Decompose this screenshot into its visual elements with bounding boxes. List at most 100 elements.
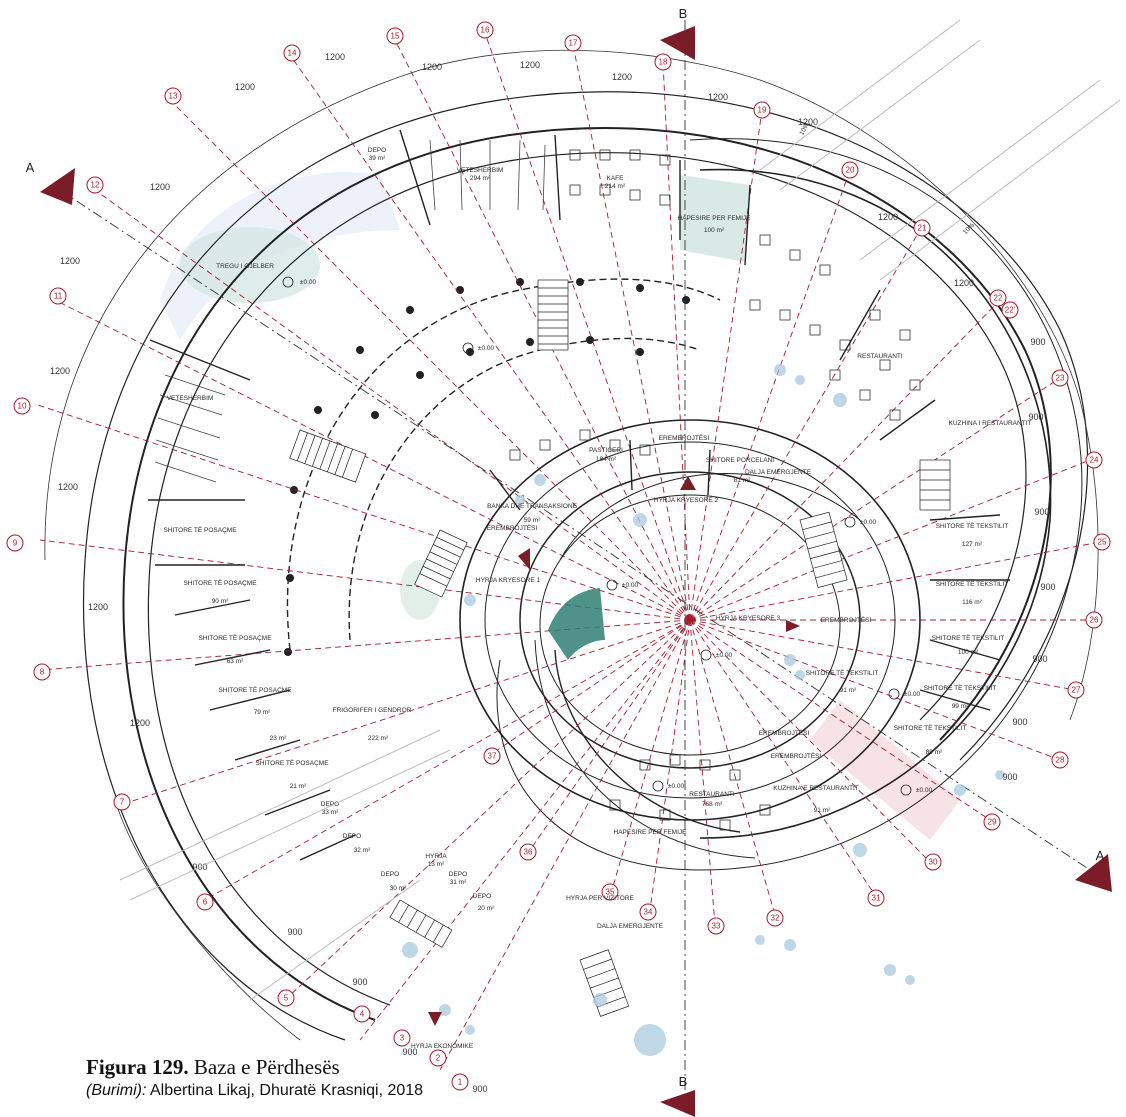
- axis-number: 27: [1072, 686, 1081, 695]
- room-name: SHITORE TË TEKSTILIT: [936, 580, 1009, 588]
- room-name: KUZHINA E RESTAURANTIT: [773, 785, 859, 792]
- dimension-label: 1200: [88, 602, 108, 612]
- room-name: BANKA DHE TRANSAKSIONE: [487, 503, 577, 510]
- axis-number: 5: [284, 994, 289, 1003]
- axis-number: 29: [988, 818, 997, 827]
- level-label: ±0.00: [904, 691, 921, 698]
- room-area: 20 m²: [478, 905, 495, 912]
- source-text: Albertina Likaj, Dhuratë Krasniqi, 2018: [146, 1082, 424, 1099]
- room-name: SHITORE TË TEKSTILIT: [936, 522, 1009, 530]
- axis-number: 32: [771, 914, 780, 923]
- stairs: [289, 279, 951, 1017]
- figure-caption: Figura 129. Baza e Përdhesës (Burimi): A…: [86, 1054, 646, 1102]
- room-area: 39 m²: [369, 155, 386, 162]
- axis-number: 26: [1090, 616, 1099, 625]
- room-name: KUZHINA I RESTAURANTIT: [949, 420, 1032, 427]
- room-name: SHITORE TË POSAÇME: [255, 759, 329, 767]
- level-label: ±0.00: [916, 787, 933, 794]
- axis-number: 17: [569, 39, 578, 48]
- room-area: 13 m²: [428, 861, 445, 868]
- axis-number: 2: [436, 1054, 441, 1063]
- axis-number: 3: [400, 1034, 405, 1043]
- room-area: 81 m²: [734, 477, 751, 484]
- glass-atrium: [548, 588, 605, 660]
- room-area: 127 m²: [962, 541, 983, 548]
- axis-number: 16: [481, 26, 490, 35]
- figure-title: Baza e Përdhesës: [188, 1055, 340, 1079]
- dimension-label: 1200: [235, 82, 255, 92]
- room-area: 91 m²: [814, 807, 831, 814]
- room-name: PASTICERI: [589, 447, 623, 454]
- dimension-label: 1200: [150, 182, 170, 192]
- room-name: HYRJA PER VIZITORE: [566, 895, 634, 902]
- dining-tables: [509, 149, 921, 831]
- dimension-label: 1200: [50, 366, 70, 376]
- room-name: EREMBROJTËSI: [821, 616, 872, 624]
- shelving: [154, 139, 546, 483]
- axis-number: 21: [918, 224, 927, 233]
- section-b-bottom-marker: [660, 1090, 695, 1117]
- partition-walls: [148, 129, 1010, 861]
- landscape-tints: [160, 171, 960, 840]
- structural-grid-rings: [286, 278, 721, 651]
- dimension-label: 900: [1030, 337, 1045, 347]
- room-area: 89 m²: [926, 749, 943, 756]
- level-label: ±0.00: [622, 582, 639, 589]
- room-name: VETESHERBIM: [457, 167, 504, 174]
- room-name: EREMBROJTËSI: [659, 434, 710, 442]
- room-area: 90 m²: [212, 598, 229, 605]
- room-name: HYRJA KRYESORE 1: [476, 577, 541, 584]
- axis-number: 25: [1098, 538, 1107, 547]
- dimension-label: 900: [472, 1084, 487, 1094]
- dimension-label: 1200: [798, 117, 818, 127]
- axis-number: 9: [13, 539, 18, 548]
- dimension-label: 900: [352, 977, 367, 987]
- caption-source: (Burimi): Albertina Likaj, Dhuratë Krasn…: [86, 1080, 646, 1102]
- room-name: DEPO: [343, 833, 361, 840]
- room-area: 99 m²: [952, 703, 969, 710]
- dimension-label: 1200: [708, 92, 728, 102]
- axis-number: 6: [203, 898, 208, 907]
- dimension-label: 900: [287, 927, 302, 937]
- level-label: ±0.00: [478, 345, 495, 352]
- axis-number: 35: [606, 888, 615, 897]
- axis-number: 20: [846, 166, 855, 175]
- room-name: TREGU I GJELBER: [216, 263, 274, 270]
- entry-marker-2: [680, 476, 696, 490]
- level-label: ±0.00: [668, 783, 685, 790]
- building-envelope: [82, 91, 1089, 1041]
- axis-number: 24: [1090, 456, 1099, 465]
- axis-number: 18: [659, 58, 668, 67]
- dimension-label: 1200: [130, 718, 150, 728]
- room-area: 59 m²: [524, 517, 541, 524]
- axis-number: 10: [18, 402, 27, 411]
- room-name: KAFE: [607, 175, 625, 182]
- room-area: 100 m²: [704, 227, 725, 234]
- room-area: 184 m²: [596, 456, 617, 463]
- section-b-top-marker: [660, 26, 695, 60]
- axis-number: 15: [391, 32, 400, 41]
- room-name: HAPESIRE PER FEMIJE: [614, 829, 688, 836]
- room-name: FRIGORIFER I GENDROR: [333, 707, 412, 714]
- room-area: 30 m²: [390, 885, 407, 892]
- inner-rings: [459, 419, 921, 821]
- room-name: RESTAURANTI: [857, 353, 903, 360]
- room-name: SHITORE PORCELANI: [706, 457, 774, 464]
- section-lines: [59, 20, 1091, 1110]
- axis-bubbles: [6, 21, 1111, 1091]
- room-name: VETESHERBIM: [167, 395, 214, 402]
- entry-marker-3: [786, 620, 800, 632]
- level-label: ±0.00: [300, 279, 317, 286]
- dimension-label: 900: [1002, 772, 1017, 782]
- section-markers: [40, 26, 1112, 1117]
- dimension-label: 1200: [58, 482, 78, 492]
- room-name: HYRJA KRYESORE 3: [716, 615, 781, 622]
- room-area: 91 m²: [840, 687, 857, 694]
- axis-number: 12: [91, 181, 100, 190]
- room-name: EREMBROJTËSI: [759, 729, 810, 737]
- dimension-label: 1200: [954, 278, 974, 288]
- room-name: HYRJA EKONOMIKE: [411, 1043, 474, 1050]
- room-name: SHITORE TË POSAÇME: [183, 579, 257, 587]
- section-a-bottom-marker: [1075, 854, 1112, 892]
